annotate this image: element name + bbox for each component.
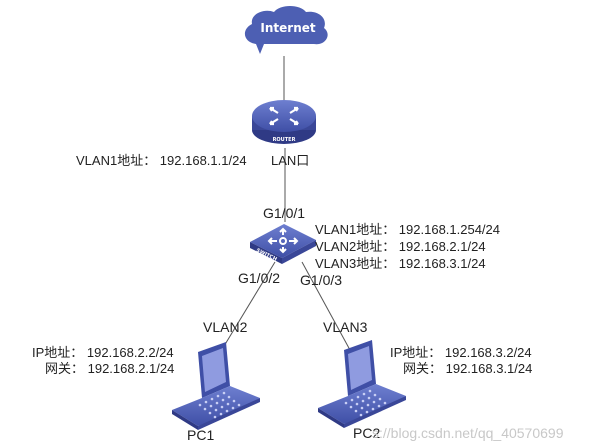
link-switch-pc1 <box>217 261 276 357</box>
pc2-ip-address: IP地址： 192.168.3.2/24 <box>390 345 532 360</box>
pc2-name: PC2 <box>353 425 381 441</box>
pc2-vlan-label: VLAN3 <box>323 319 368 335</box>
pc1-gateway: 网关： 192.168.2.1/24 <box>45 361 175 376</box>
router-badge: ROUTER <box>273 137 296 143</box>
switch-icon: SWITCH <box>250 224 316 264</box>
router-icon: ROUTER <box>252 100 316 144</box>
cloud-icon: Internet <box>244 6 328 54</box>
pc2-gateway: 网关： 192.168.3.1/24 <box>403 361 533 376</box>
pc1-ip-address: IP地址： 192.168.2.2/24 <box>32 345 174 360</box>
switch-vlan3-address: VLAN3地址： 192.168.3.1/24 <box>315 256 486 271</box>
switch-port-g1-0-2: G1/0/2 <box>238 270 281 286</box>
router-vlan1-address: VLAN1地址： 192.168.1.1/24 <box>76 153 247 168</box>
pc1-vlan-label: VLAN2 <box>203 319 248 335</box>
switch-port-g1-0-3: G1/0/3 <box>300 272 343 288</box>
switch-vlan2-address: VLAN2地址： 192.168.2.1/24 <box>315 239 486 254</box>
laptop-icon <box>172 342 260 430</box>
switch-vlan1-address: VLAN1地址： 192.168.1.254/24 <box>315 222 501 237</box>
laptop-icon <box>318 340 406 428</box>
internet-label: Internet <box>260 21 315 35</box>
link-switch-pc2 <box>301 261 351 351</box>
switch-port-g1-0-1: G1/0/1 <box>263 205 306 221</box>
watermark: s://blog.csdn.net/qq_40570699 <box>372 425 564 441</box>
pc1-name: PC1 <box>187 427 215 443</box>
router-lan-port-label: LAN口 <box>271 153 310 168</box>
